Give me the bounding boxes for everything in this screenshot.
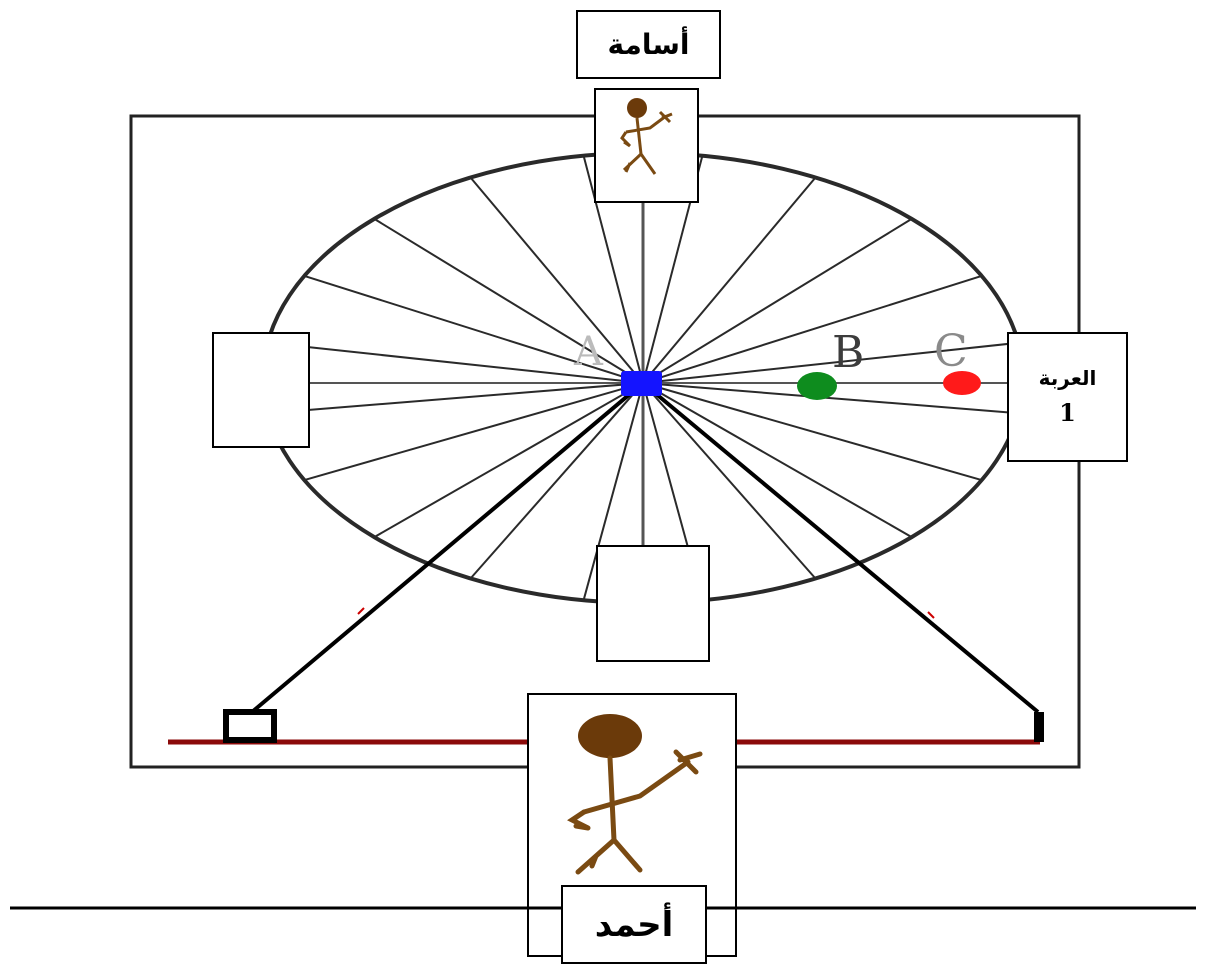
wheel-spoke: [642, 176, 817, 384]
cabin-number: 1: [1059, 397, 1076, 427]
left-tick-mark: [357, 607, 365, 615]
wheel-spoke: [304, 382, 644, 482]
right-tick-mark: [927, 611, 935, 619]
right-support-leg: [641, 381, 1040, 714]
wheel-spoke: [582, 382, 644, 601]
point-b-dot: [797, 372, 837, 400]
wheel-spokes: [267, 155, 1019, 601]
bottom-person-label: أحمد: [561, 885, 707, 964]
wheel-spoke: [267, 341, 644, 384]
left-anchor-block: [223, 709, 277, 743]
wheel-spoke: [267, 382, 644, 415]
wheel-spoke: [642, 382, 913, 538]
wheel-spoke: [469, 176, 644, 384]
wheel-spoke: [373, 218, 644, 384]
cabin-label: العربة 1: [1007, 332, 1128, 462]
top-person-name: أسامة: [607, 28, 690, 61]
wheel-spoke: [373, 382, 644, 538]
wheel-spoke: [642, 274, 982, 384]
bottom-cabin: [596, 545, 710, 662]
cabin-name: العربة: [1038, 365, 1097, 390]
wheel-spoke: [642, 218, 913, 384]
small-stick-figure: [620, 98, 673, 175]
bottom-person-name: أحمد: [594, 904, 674, 945]
point-c-label: C: [934, 326, 968, 377]
point-b-label: B: [832, 327, 864, 378]
wheel-spoke: [582, 155, 644, 384]
wheel-spoke: [469, 382, 644, 580]
wheel-spoke: [642, 382, 817, 580]
point-a-label: A: [573, 329, 604, 375]
right-anchor-post: [1034, 712, 1044, 742]
wheel-spoke: [642, 382, 1019, 415]
wheel-spoke: [642, 341, 1019, 384]
wheel-spoke: [642, 382, 982, 482]
wheel-spoke: [304, 274, 644, 384]
left-cabin: [212, 332, 310, 448]
large-stick-figure: [567, 714, 703, 875]
top-person-label: أسامة: [576, 10, 721, 79]
point-c-dot: [943, 371, 981, 395]
left-support-leg: [250, 381, 645, 714]
hub: [621, 371, 662, 396]
